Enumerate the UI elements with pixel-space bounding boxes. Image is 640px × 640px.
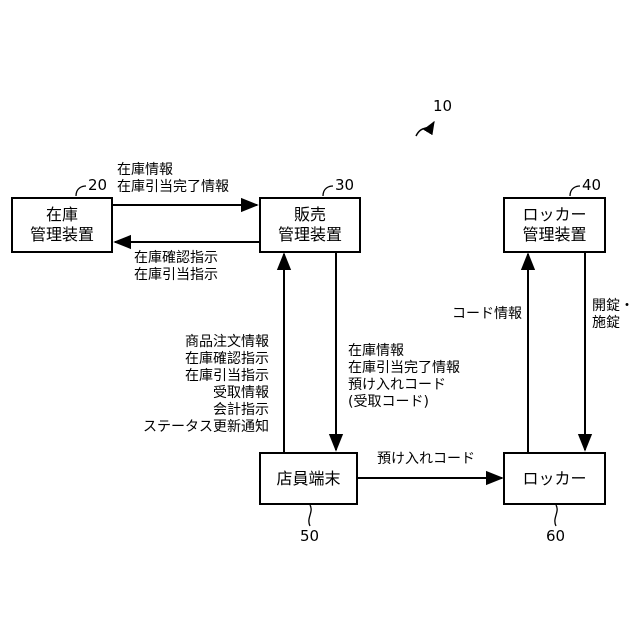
inventory-management-device: 在庫 管理装置 <box>11 197 113 253</box>
locker-mgmt-box-line1: ロッカー <box>522 205 586 225</box>
staff-terminal: 店員端末 <box>259 452 358 505</box>
system-ref-label: 10 <box>433 98 452 114</box>
inventory-box-line2: 管理装置 <box>30 225 94 245</box>
label-locker-to-mgmt: コード情報 <box>452 306 522 323</box>
label-line: 在庫引当指示 <box>143 368 269 385</box>
leader-60 <box>555 505 557 526</box>
sales-management-device: 販売 管理装置 <box>259 197 361 253</box>
label-inventory-to-sales: 在庫情報 在庫引当完了情報 <box>117 162 229 196</box>
label-sales-to-inventory: 在庫確認指示 在庫引当指示 <box>134 250 218 284</box>
locker-mgmt-ref: 40 <box>582 177 601 193</box>
leader-30 <box>323 186 333 196</box>
leader-20 <box>76 186 86 196</box>
label-line: 在庫引当完了情報 <box>117 179 229 196</box>
label-line: 在庫引当完了情報 <box>348 360 460 377</box>
label-line: 在庫情報 <box>348 343 460 360</box>
label-terminal-to-sales: 商品注文情報 在庫確認指示 在庫引当指示 受取情報 会計指示 ステータス更新通知 <box>143 334 269 436</box>
label-line: 在庫確認指示 <box>143 351 269 368</box>
sales-ref: 30 <box>335 177 354 193</box>
label-mgmt-to-locker: 開錠・ 施錠 <box>592 298 634 332</box>
label-line: 在庫確認指示 <box>134 250 218 267</box>
locker-management-device: ロッカー 管理装置 <box>503 197 606 253</box>
label-sales-to-terminal: 在庫情報 在庫引当完了情報 預け入れコード (受取コード) <box>348 343 460 411</box>
inventory-box-line1: 在庫 <box>46 205 78 225</box>
terminal-ref: 50 <box>300 528 319 544</box>
leader-50 <box>309 505 311 526</box>
label-line: 在庫情報 <box>117 162 229 179</box>
label-line: ステータス更新通知 <box>143 419 269 436</box>
locker-mgmt-box-line2: 管理装置 <box>522 225 586 245</box>
label-line: 施錠 <box>592 315 634 332</box>
label-line: (受取コード) <box>348 394 460 411</box>
sales-box-line1: 販売 <box>294 205 326 225</box>
label-terminal-to-locker: 預け入れコード <box>377 451 475 468</box>
label-line: 商品注文情報 <box>143 334 269 351</box>
leader-40 <box>570 186 580 196</box>
label-line: 在庫引当指示 <box>134 267 218 284</box>
sales-box-line2: 管理装置 <box>278 225 342 245</box>
label-line: 開錠・ <box>592 298 634 315</box>
locker-ref: 60 <box>546 528 565 544</box>
terminal-box-label: 店員端末 <box>276 469 340 489</box>
locker-box-label: ロッカー <box>522 469 586 489</box>
inventory-ref: 20 <box>88 177 107 193</box>
label-line: 会計指示 <box>143 402 269 419</box>
locker: ロッカー <box>503 452 606 505</box>
label-line: 受取情報 <box>143 385 269 402</box>
label-line: 預け入れコード <box>348 377 460 394</box>
leader-10 <box>416 122 434 136</box>
